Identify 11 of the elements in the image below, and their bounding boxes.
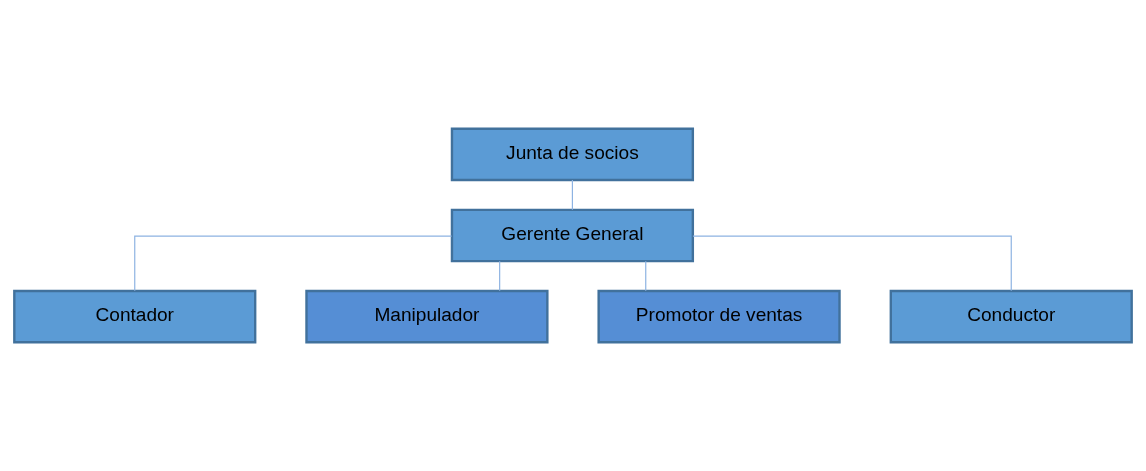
node-box: Junta de socios <box>450 127 695 182</box>
node-box: Promotor de ventas <box>597 289 841 344</box>
connector <box>692 235 1012 292</box>
connector <box>645 260 647 292</box>
node-box: Conductor <box>889 289 1133 344</box>
node-box: Contador <box>13 289 257 344</box>
connector <box>499 260 501 292</box>
connector <box>571 179 573 211</box>
node-box: Manipulador <box>305 289 549 344</box>
connector <box>134 235 453 292</box>
node-box: Gerente General <box>450 208 695 263</box>
